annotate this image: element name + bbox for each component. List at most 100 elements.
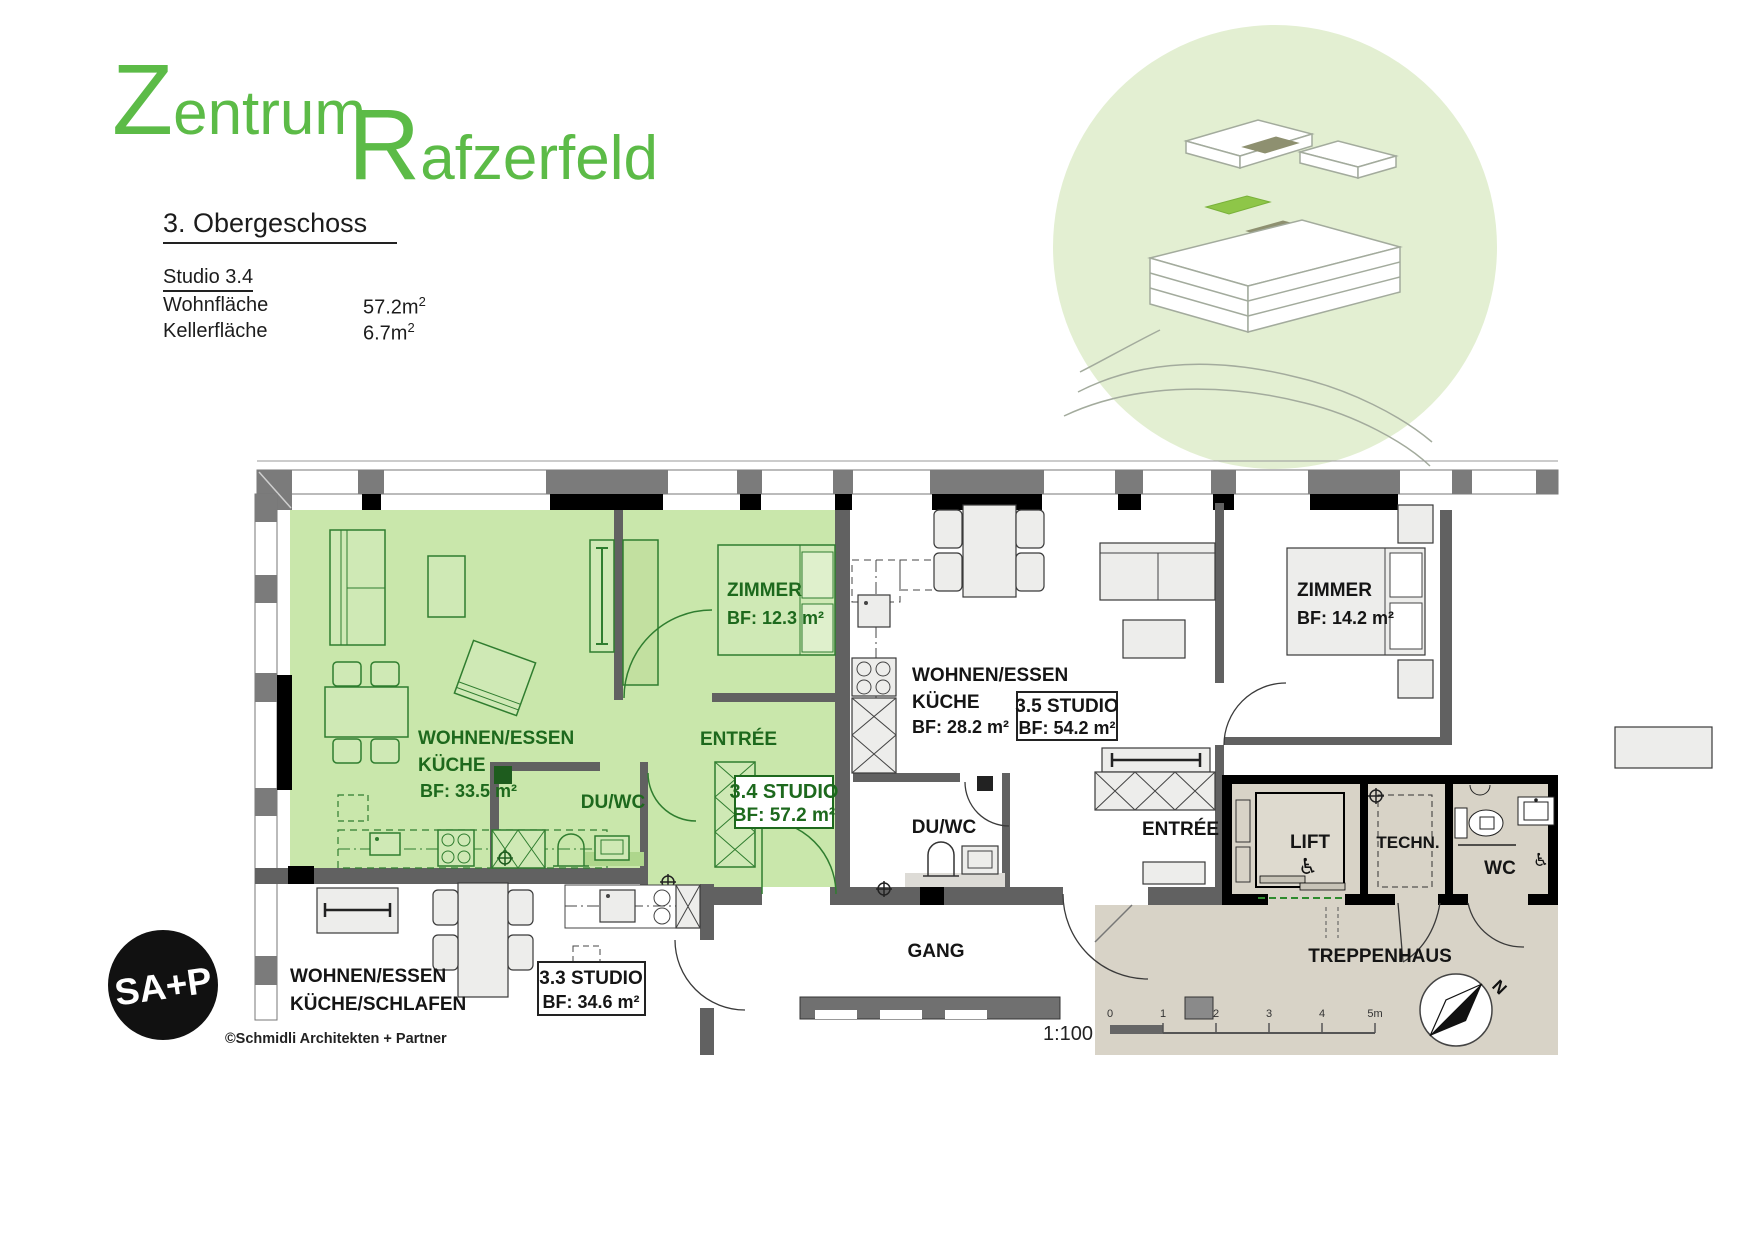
chair [1015, 509, 1045, 549]
drain-symbol [1368, 788, 1384, 804]
lift-shaft-detail [1235, 846, 1251, 883]
kitchen-cabinet-dashed [337, 794, 369, 822]
coffee-table [1122, 619, 1186, 659]
label-treppenhaus: TREPPENHAUS [1308, 946, 1452, 967]
area-label: Wohnfläche [163, 294, 269, 316]
unit35-tag-box: 3.5 STUDIO BF: 54.2 m² [1015, 691, 1119, 741]
lift-car [1255, 792, 1345, 888]
label-unit35-tag-bf: BF: 54.2 m² [1018, 718, 1115, 738]
shoe-cabinet [1142, 861, 1206, 885]
chair [370, 661, 400, 687]
site-illustration [1053, 25, 1497, 469]
label-unit35-zimmer: ZIMMER [1297, 580, 1372, 601]
area-sup: 2 [407, 320, 415, 335]
stove [653, 889, 671, 907]
plan-cut-mask [0, 1055, 1754, 1085]
door-arc [674, 939, 746, 1011]
label-unit33-tag-bf: BF: 34.6 m² [542, 992, 639, 1012]
cabinet-dashed [572, 945, 601, 973]
lift-door [1299, 882, 1346, 891]
lift-door [1259, 875, 1306, 884]
label-wc: WC [1484, 858, 1516, 879]
label-unit35-kueche: KÜCHE [912, 692, 980, 713]
north-compass-icon: N [1419, 973, 1510, 1047]
shaft [494, 766, 512, 784]
label-unit34-duwc: DU/WC [581, 792, 646, 813]
label-unit35-entree: ENTRÉE [1142, 818, 1219, 840]
pillow [1389, 552, 1423, 598]
label-unit34-zimmer-bf: BF: 12.3 m² [727, 608, 824, 628]
label-unit34-entree: ENTRÉE [700, 728, 777, 750]
label-unit35-duwc: DU/WC [912, 817, 977, 838]
label-unit34-tag-bf: BF: 57.2 m² [733, 805, 835, 826]
chair [432, 889, 459, 926]
chair [332, 738, 362, 764]
interior-walls [255, 503, 1452, 1055]
door-arc [964, 781, 1010, 827]
dining-table [962, 504, 1017, 598]
wheelchair-icon: ♿ [1298, 855, 1318, 880]
scale-tick-1: 1 [1160, 1008, 1166, 1020]
chair [507, 889, 534, 926]
door-arc [647, 772, 697, 822]
corridor-sideboard [799, 996, 1061, 1020]
pillow [801, 551, 834, 599]
pillow [801, 603, 834, 653]
label-unit35-zimmer-bf: BF: 14.2 m² [1297, 608, 1394, 628]
unit-title: Studio 3.4 [163, 266, 254, 292]
chair [370, 738, 400, 764]
label-unit34-kueche: KÜCHE [418, 755, 486, 776]
wheelchair-icon: ♿ [1533, 850, 1549, 871]
iso-roof-olive-1 [1241, 136, 1300, 154]
unit33-furniture [316, 882, 746, 1011]
sink [857, 594, 891, 628]
washbasin [961, 845, 999, 875]
iso-roof-green-highlight [1204, 195, 1272, 215]
facade-left [254, 493, 292, 1021]
area-value: 6.7m [363, 322, 408, 345]
scale-tick-5: 5m [1367, 1008, 1382, 1020]
plan-labels: ZIMMER BF: 12.3 m² WOHNEN/ESSEN KÜCHE BF… [290, 580, 1516, 1016]
lift-shaft-detail [1235, 799, 1251, 843]
unit34-highlight-area [290, 510, 835, 887]
toilet [1468, 809, 1504, 837]
label-unit35-wohnen: WOHNEN/ESSEN [912, 665, 1068, 686]
label-unit34-wohnen: WOHNEN/ESSEN [418, 728, 574, 749]
chair [933, 509, 963, 549]
core: ♿ ♿ [1094, 775, 1558, 963]
drain-symbol [876, 881, 892, 897]
door-arc [623, 609, 713, 699]
scale-label: 1:100 [1043, 1023, 1093, 1045]
x-wardrobe [851, 697, 897, 774]
label-unit34-tag: 3.4 STUDIO [730, 781, 839, 803]
label-unit33-kueche: KÜCHE/SCHLAFEN [290, 994, 466, 1015]
scale-tick-3: 3 [1266, 1008, 1272, 1020]
drain-symbol [497, 850, 513, 866]
label-lift: LIFT [1290, 832, 1330, 853]
label-unit33-tag: 3.3 STUDIO [539, 968, 642, 989]
shower-floor [905, 873, 1005, 887]
facade-top [256, 460, 1559, 510]
copyright-text: ©Schmidli Architekten + Partner [225, 1031, 447, 1047]
coffee-table [427, 555, 466, 618]
scale-bar: 1:100 0 1 2 3 4 5m [1043, 1008, 1383, 1045]
label-unit34-zimmer: ZIMMER [727, 580, 802, 601]
sideboard [1614, 726, 1713, 769]
sink [369, 832, 401, 856]
scale-tick-2: 2 [1213, 1008, 1219, 1020]
armchair [453, 639, 537, 717]
unit34-tag-box: 3.4 STUDIO BF: 57.2 m² [730, 775, 839, 829]
area-label: Kellerfläche [163, 320, 268, 342]
label-unit34-wohnen-bf: BF: 33.5 m² [420, 781, 517, 801]
toilet [557, 833, 585, 866]
kitchen-cabinet-dashed [899, 559, 956, 591]
pillow [1389, 602, 1423, 650]
nightstand [1397, 504, 1434, 544]
door-leaf [1402, 902, 1441, 963]
x-wardrobe [675, 884, 701, 929]
toilet [927, 841, 955, 876]
area-value: 57.2m [363, 296, 419, 319]
corridor-cabinet [1184, 996, 1214, 1020]
